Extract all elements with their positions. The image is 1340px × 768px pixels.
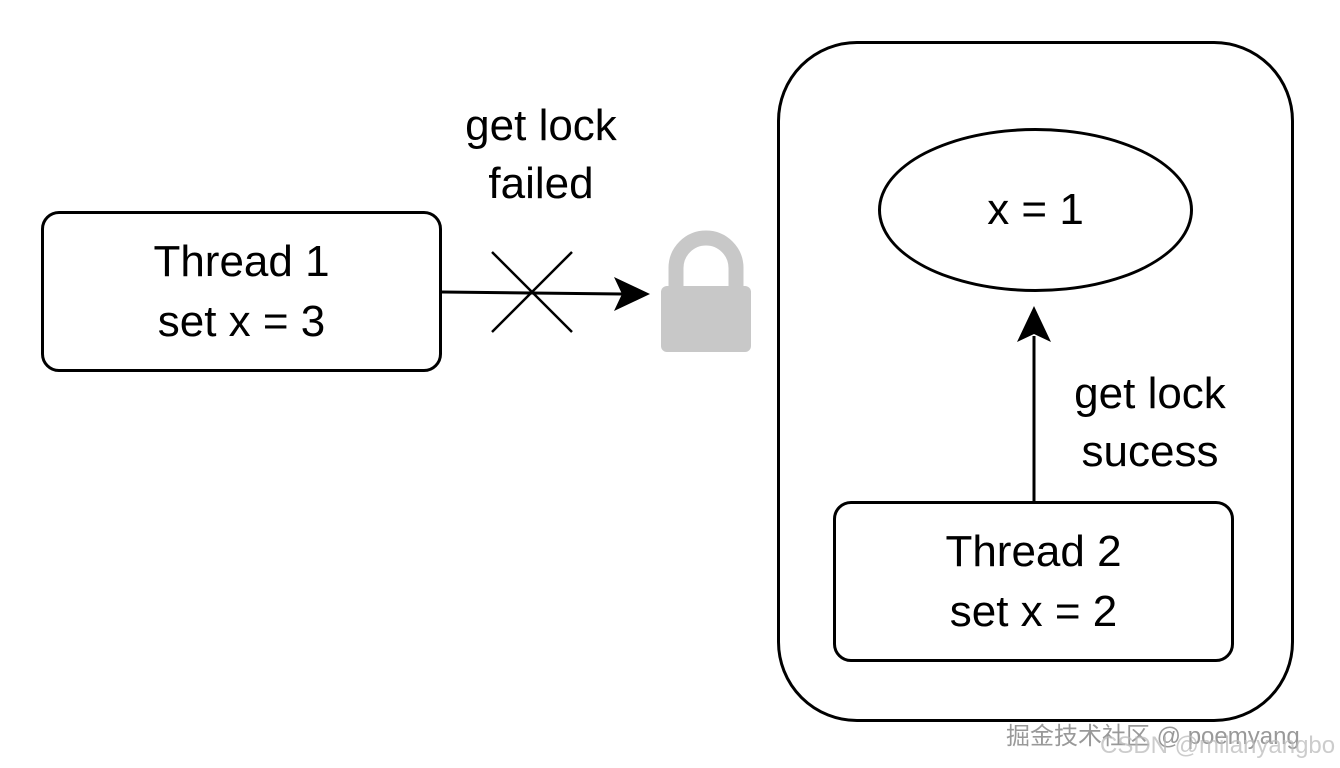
lock-success-label: get lock sucess bbox=[1040, 365, 1260, 481]
thread-2-node: Thread 2 set x = 2 bbox=[833, 501, 1234, 662]
watermark-primary: 掘金技术社区 @ poemyang bbox=[1006, 723, 1300, 750]
watermark-secondary: CSDN @milanyangbo bbox=[1100, 732, 1336, 759]
lock-failed-label-line2: failed bbox=[488, 159, 594, 208]
thread-1-node: Thread 1 set x = 3 bbox=[41, 211, 442, 372]
lock-failed-label-line1: get lock bbox=[465, 101, 617, 150]
thread-1-to-lock-arrow bbox=[441, 277, 650, 311]
lock-success-label-line2: sucess bbox=[1081, 427, 1219, 476]
thread-1-title: Thread 1 bbox=[153, 236, 330, 286]
shared-variable-value: x = 1 bbox=[987, 185, 1084, 234]
critical-section-container bbox=[777, 41, 1294, 722]
lock-icon bbox=[661, 230, 751, 352]
shared-variable-node: x = 1 bbox=[878, 128, 1193, 292]
thread-1-action: set x = 3 bbox=[157, 296, 326, 346]
lock-success-label-line1: get lock bbox=[1074, 369, 1226, 418]
thread-2-title: Thread 2 bbox=[945, 526, 1122, 576]
thread-2-action: set x = 2 bbox=[949, 586, 1118, 636]
lock-failed-label: get lock failed bbox=[421, 97, 661, 213]
cross-icon bbox=[491, 251, 573, 333]
